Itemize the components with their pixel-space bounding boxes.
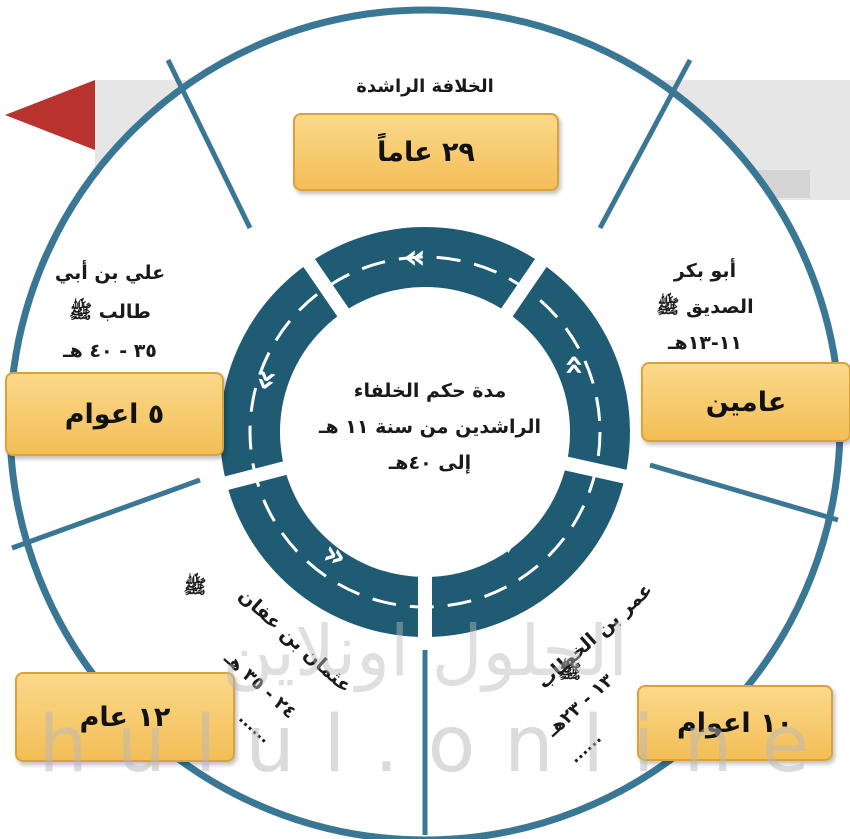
arrow-top-icon: » — [404, 237, 426, 277]
caliph-1-duration-box: عامين — [641, 362, 850, 442]
caliph-4-duration-box: ٥ اعوام — [5, 372, 224, 456]
caliph-1-years: ١١-١٣هـ — [668, 332, 742, 354]
caliph-4-years: ٣٥ - ٤٠ هـ — [63, 340, 157, 362]
caliph-1-name-line2: الصديق ﷺ — [656, 296, 754, 318]
caliph-3-duration-box: ١٢ عام — [15, 672, 235, 762]
dashed-road — [248, 255, 602, 609]
watermark-latin-text: h u l u l . o n l i n e — [38, 700, 812, 790]
divider-left — [11, 477, 201, 551]
watermark-arabic-text: الحلول اونلاين — [222, 610, 628, 692]
watermark-red-triangle — [5, 80, 95, 150]
diagram-title: الخلافة الراشدة — [356, 76, 494, 97]
center-line-3: إلى ٤٠هـ — [388, 452, 472, 474]
caliph-1-name-line1: أبو بكر — [673, 260, 737, 282]
total-duration-box: ٢٩ عاماً — [293, 113, 559, 191]
divider-top-right — [597, 58, 693, 230]
segment-dividers — [11, 58, 839, 835]
caliph-3-name-line2: ﷺ — [183, 576, 207, 598]
center-line-2: الراشدين من سنة ١١ هـ — [318, 416, 542, 438]
center-disk — [283, 290, 567, 574]
caliph-4-name-line2: طالب ﷺ — [69, 301, 151, 323]
caliph-2-name-line2: ﷺ — [558, 661, 582, 683]
divider-right — [649, 462, 839, 523]
arrow-right-icon: » — [555, 354, 595, 376]
caliph-4-name-line1: علي بن أبي — [54, 262, 166, 284]
center-line-1: مدة حكم الخلفاء — [353, 380, 507, 402]
caliph-2-duration-box: ١٠ اعوام — [637, 685, 833, 761]
divider-top-left — [165, 58, 253, 230]
